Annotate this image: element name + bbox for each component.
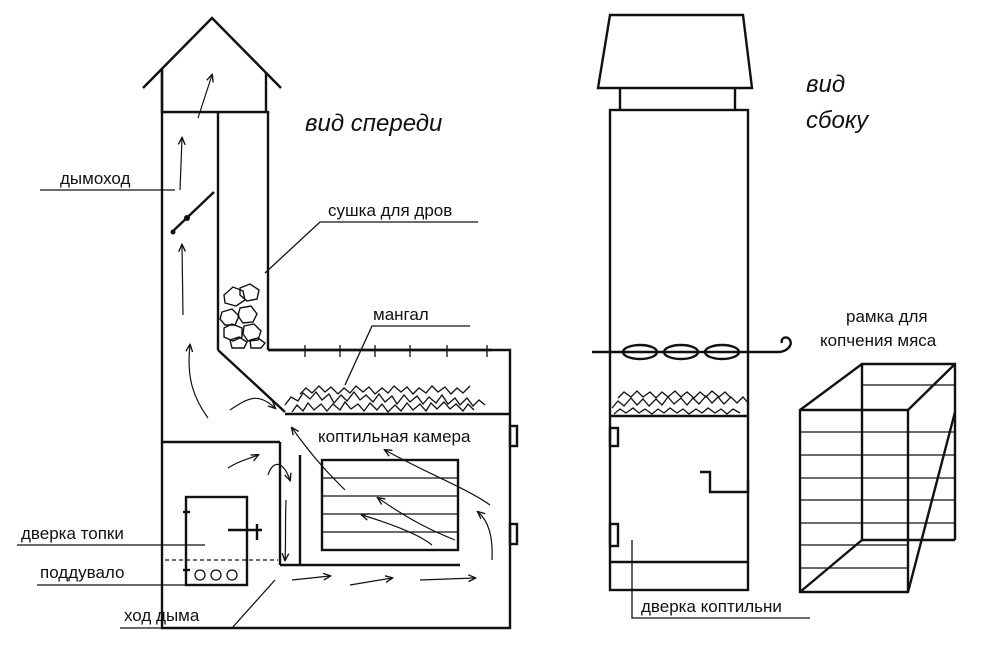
leader-grill [345,326,470,385]
firewood-logs [220,284,265,348]
smoke-flow-arrows [180,75,492,585]
label-ash-pit: поддувало [40,563,125,582]
label-smoke-path: ход дыма [124,606,200,625]
label-frame-line2: копчения мяса [820,331,937,350]
chimney-damper [171,192,215,235]
label-wood-dryer: сушка для дров [328,201,452,220]
label-chimney: дымоход [60,169,130,188]
label-grill: мангал [373,305,429,324]
title-side-view-line1: вид [806,71,845,98]
leader-wood-dryer [265,222,478,273]
label-firebox-door: дверка топки [21,524,124,543]
chimney-cap [143,18,281,88]
side-hinge-lower [610,524,618,546]
side-hinge-upper [610,428,618,446]
label-frame-line1: рамка для [846,307,928,326]
side-view [592,15,810,618]
title-front-view: вид спереди [305,110,442,137]
smoking-rack-front [322,460,458,550]
skewer-with-meat [592,337,791,359]
firebox-door [183,497,262,585]
hinge-upper [510,426,517,446]
side-coals [612,391,749,414]
side-chimney-cap [598,15,752,88]
grill-coals [285,386,485,412]
label-smoker-door: дверка коптильни [641,597,782,616]
hinge-lower [510,524,517,544]
title-side-view-line2: сбоку [806,107,870,134]
grill-skewers [268,345,492,357]
meat-smoking-frame [800,364,955,592]
side-body [610,110,748,590]
smoker-door-handle [700,472,748,492]
label-smoke-chamber: коптильная камера [318,427,471,446]
